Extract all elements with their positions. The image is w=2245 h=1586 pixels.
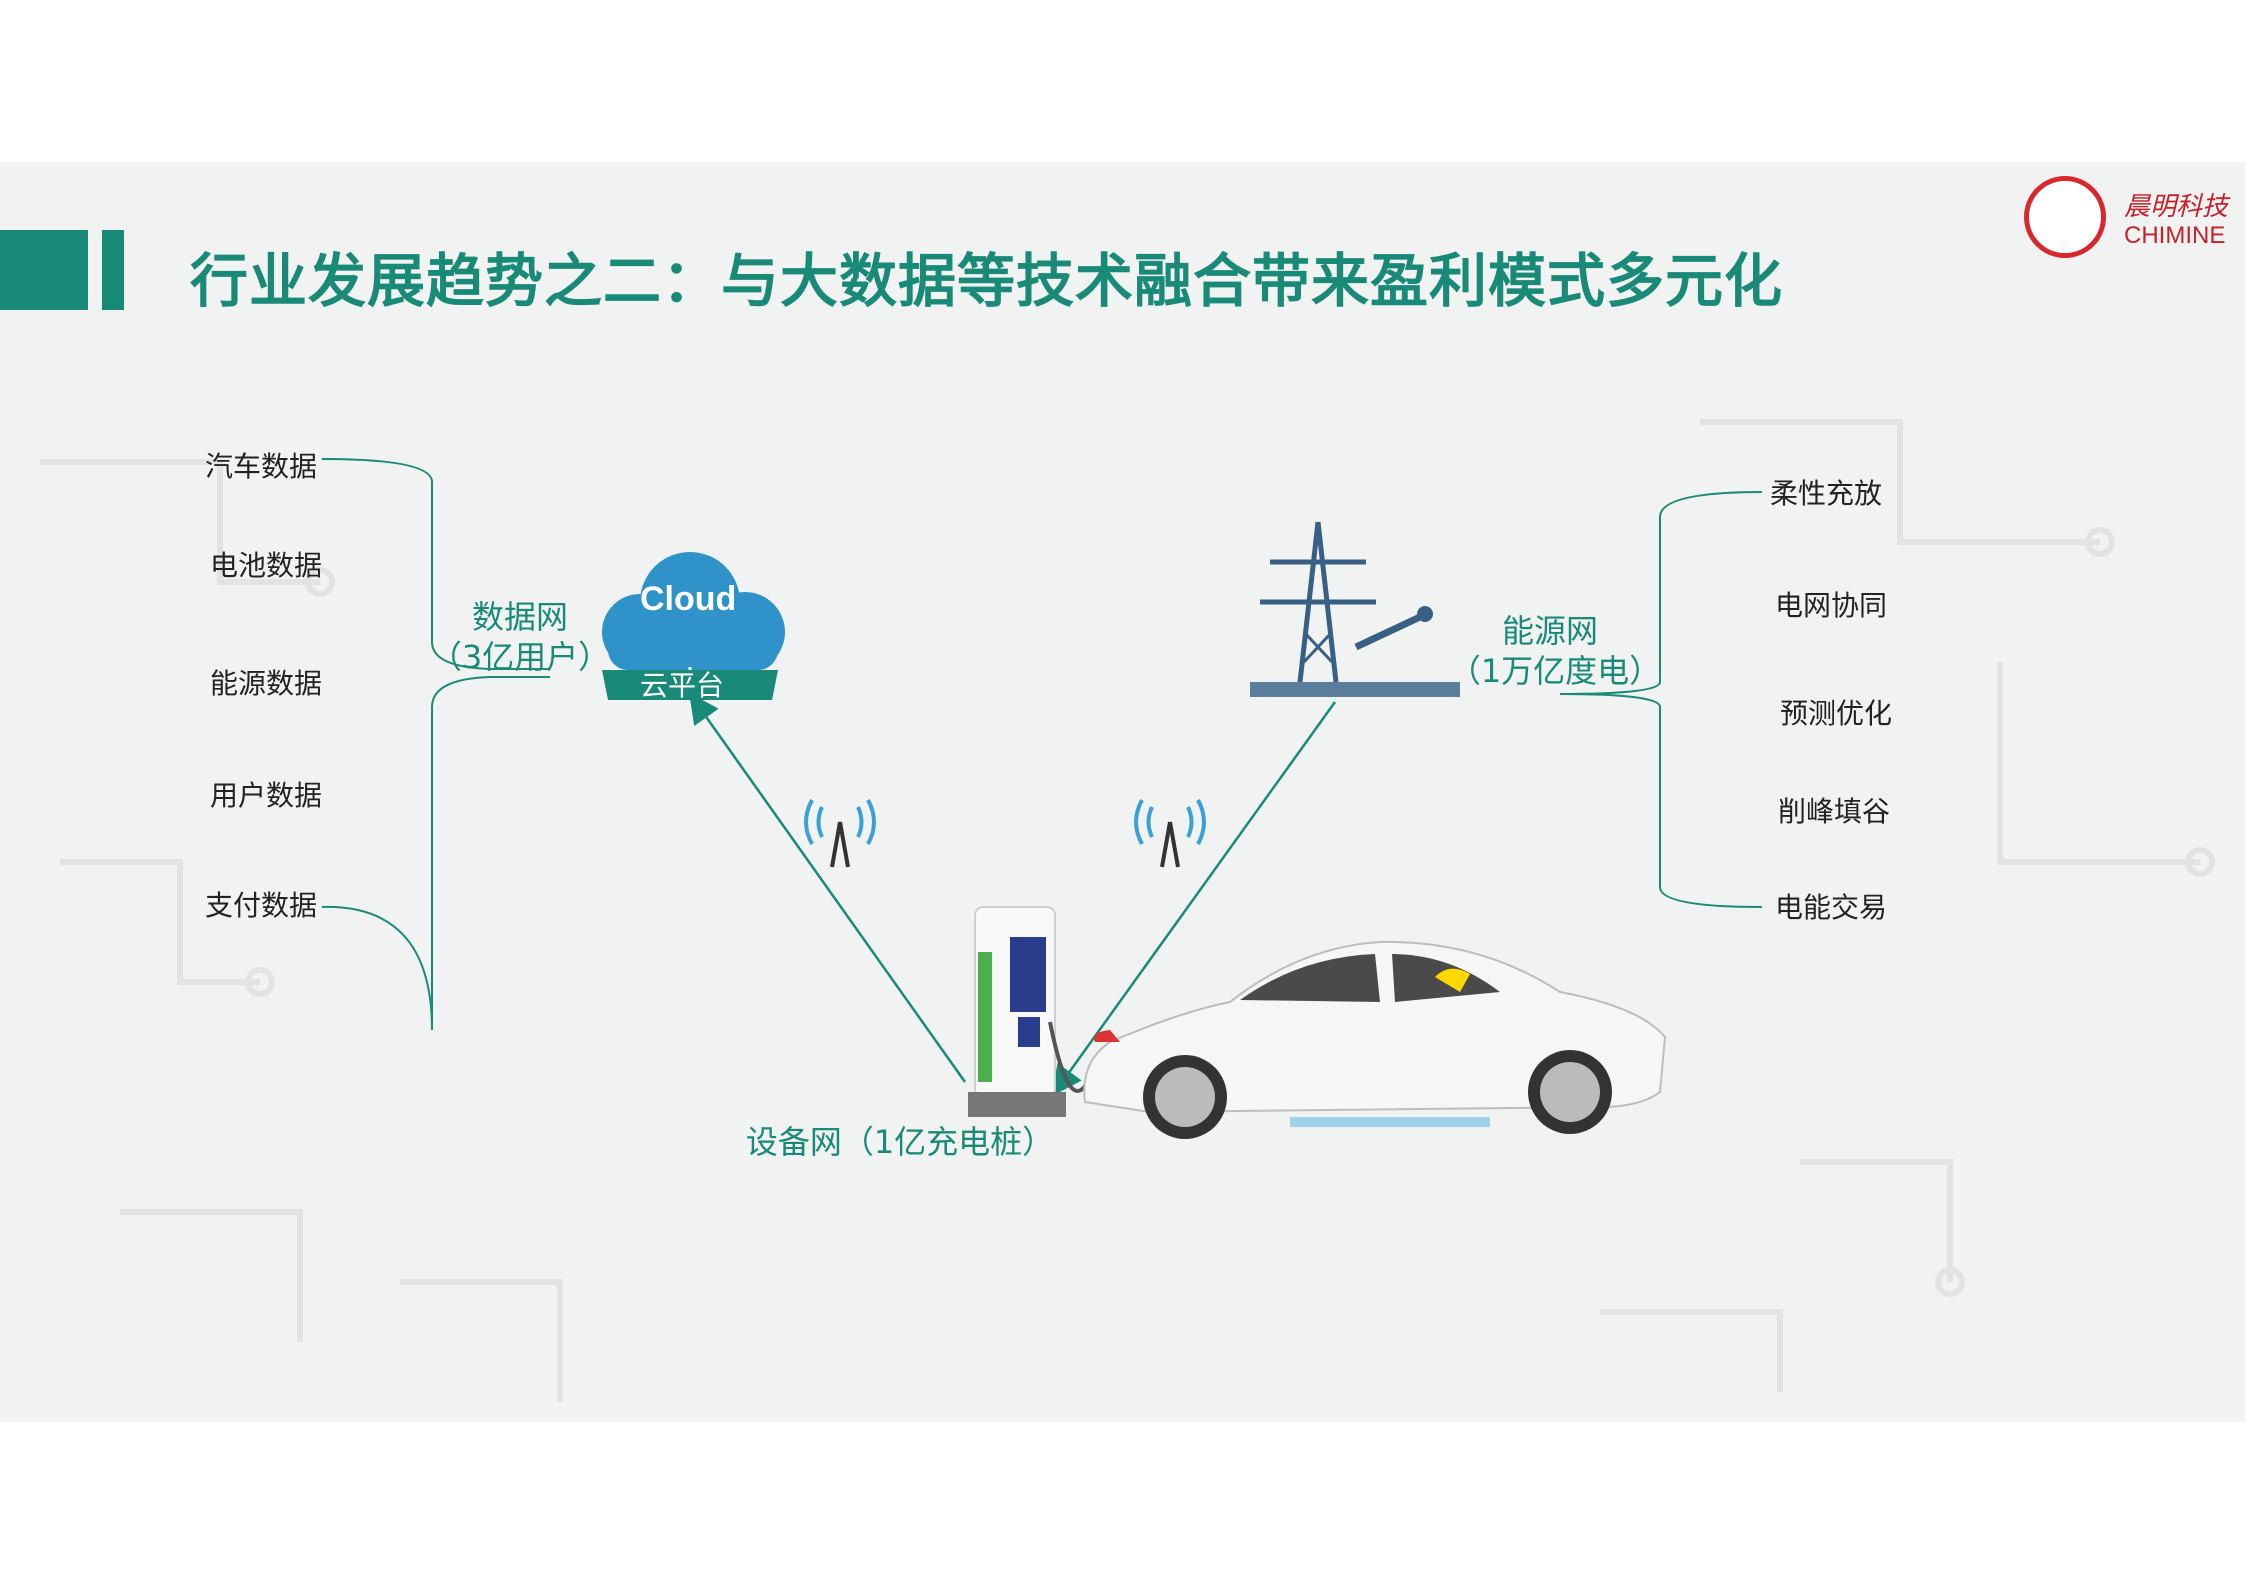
left-item: 电池数据: [210, 549, 323, 582]
logo-english-text: CHIMINE: [2124, 222, 2226, 249]
title-decoration-bar: [102, 230, 124, 310]
cloud-platform-label: 云平台: [640, 669, 725, 702]
data-network-scale: （3亿用户）: [429, 638, 611, 676]
left-bracket-top: [321, 458, 550, 670]
cloud-icon: [602, 552, 785, 700]
diagram-canvas: [40, 419, 2215, 1402]
right-item: 柔性充放: [1770, 477, 1883, 510]
arrow-grid-to-charger: [1052, 701, 1337, 1097]
left-item: 汽车数据: [205, 450, 318, 483]
right-item: 削峰填谷: [1778, 795, 1891, 828]
energy-network-scale: （1万亿度电）: [1448, 652, 1662, 690]
right-bracket-bottom: [1559, 693, 1763, 908]
power-tower-icon: [1250, 521, 1460, 697]
data-network-name: 数据网: [471, 598, 568, 636]
right-item: 电网协同: [1775, 589, 1888, 622]
cloud-label: Cloud: [640, 580, 737, 618]
energy-network-name: 能源网: [1501, 612, 1598, 650]
left-item: 用户数据: [210, 779, 323, 812]
right-item: 电能交易: [1775, 891, 1888, 924]
right-item: 预测优化: [1780, 697, 1893, 730]
right-bracket-top: [1559, 491, 1763, 695]
electric-car-icon: [1083, 940, 1667, 1139]
device-network-label: 设备网（1亿充电桩）: [745, 1123, 1055, 1161]
slide-title: 行业发展趋势之二：与大数据等技术融合带来盈利模式多元化: [190, 247, 1784, 315]
logo-chinese-text: 晨明科技: [2124, 192, 2229, 222]
left-item: 支付数据: [205, 889, 318, 922]
wifi-left-icon: [804, 799, 876, 868]
title-decoration-block: [0, 230, 88, 310]
logo-emblem-icon: [2024, 176, 2106, 258]
slide: 行业发展趋势之二：与大数据等技术融合带来盈利模式多元化 晨明科技 CHIMINE…: [0, 162, 2245, 1422]
left-item: 能源数据: [210, 667, 323, 700]
arrow-charger-to-cloud: [689, 692, 967, 1083]
circuit-background: [40, 419, 2215, 1402]
left-bracket-bottom: [321, 676, 550, 1031]
wifi-right-icon: [1134, 799, 1206, 868]
